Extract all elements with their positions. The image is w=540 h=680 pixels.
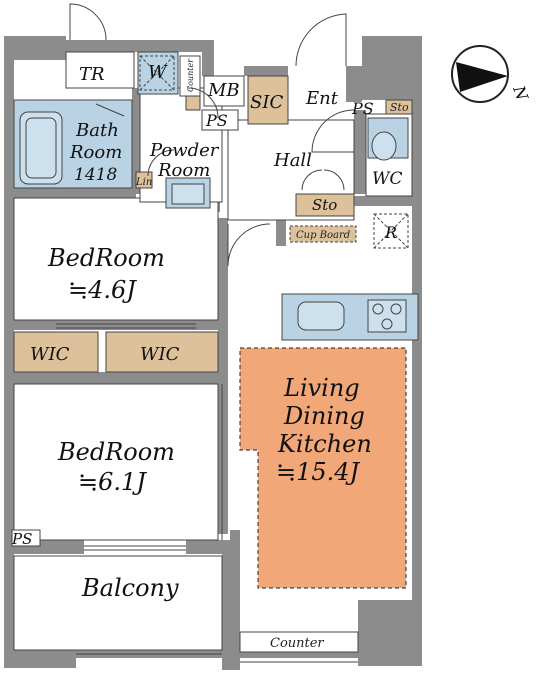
counter-bottom-label: Counter [270, 636, 324, 651]
wic-2 [105, 331, 219, 373]
bedroom-1-name: BedRoom [47, 244, 165, 272]
wic-2-label: WIC [140, 344, 180, 365]
tr-room [65, 51, 135, 89]
wic-1 [13, 331, 99, 373]
bath-label-2: Room [69, 142, 122, 163]
counter-small-box [179, 55, 201, 97]
mb-label: MB [207, 80, 240, 101]
ldk-floor [239, 347, 407, 589]
ldk-label-1: Living [283, 374, 360, 402]
mb-shelf [185, 95, 201, 111]
ent-label: Ent [305, 88, 339, 109]
cupboard [289, 225, 357, 243]
bathtub-icon [19, 111, 63, 185]
bedroom-2-floor [13, 383, 219, 541]
north-arrow-icon: N [451, 45, 532, 104]
ps-top-label: PS [351, 99, 374, 118]
sto-hall-label: Sto [312, 196, 337, 214]
ldk-label-3: Kitchen [277, 430, 372, 458]
hall-label: Hall [273, 150, 312, 171]
bath-label-1: Bath [75, 120, 119, 141]
wc-label: WC [372, 169, 402, 189]
room-labels: TR W Counter MB SIC Ent PS Sto Bath Room… [11, 58, 409, 651]
mb-room [203, 75, 245, 107]
r-label: R [384, 223, 397, 242]
ldk-label-2: Dining [283, 402, 365, 430]
bedroom-1-size: ≒4.6J [68, 276, 137, 304]
doors [69, 3, 355, 267]
lin-label: Lin [135, 177, 152, 188]
counter-bottom-box [239, 631, 359, 653]
sto-top-label: Sto [390, 101, 409, 114]
powder-label-1: Powder [149, 140, 220, 161]
windows [56, 323, 358, 663]
stove-icon [367, 299, 407, 333]
counter-small-label: Counter [186, 58, 195, 92]
bedroom-2-name: BedRoom [57, 438, 175, 466]
sto-top [385, 99, 413, 115]
sink-icon [297, 301, 345, 331]
compass-label: N [509, 82, 532, 104]
cupboard-label: Cup Board [296, 230, 350, 241]
toilet-icon [371, 131, 397, 161]
w-label: W [148, 62, 168, 83]
sto-hall [295, 193, 355, 217]
ps-mid-box [201, 109, 239, 131]
bedroom-1-floor [13, 197, 219, 321]
ps-bottom-label: PS [11, 530, 32, 548]
sic-room [247, 75, 289, 125]
wic-1-label: WIC [30, 344, 70, 365]
powder-label-2: Room [157, 160, 210, 181]
ps-mid-label: PS [205, 111, 228, 130]
washing-machine-area [137, 51, 179, 95]
wet-areas [13, 51, 419, 341]
tr-label: TR [79, 64, 105, 85]
balcony-floor [13, 555, 223, 651]
ldk-label-4: ≒15.4J [276, 458, 361, 486]
storage-areas [13, 75, 413, 373]
bedroom-2-size: ≒6.1J [78, 468, 147, 496]
sic-label: SIC [250, 92, 283, 113]
bath-label-3: 1418 [74, 165, 117, 185]
balcony-label: Balcony [81, 574, 179, 602]
ps-bottom-box [11, 529, 41, 547]
